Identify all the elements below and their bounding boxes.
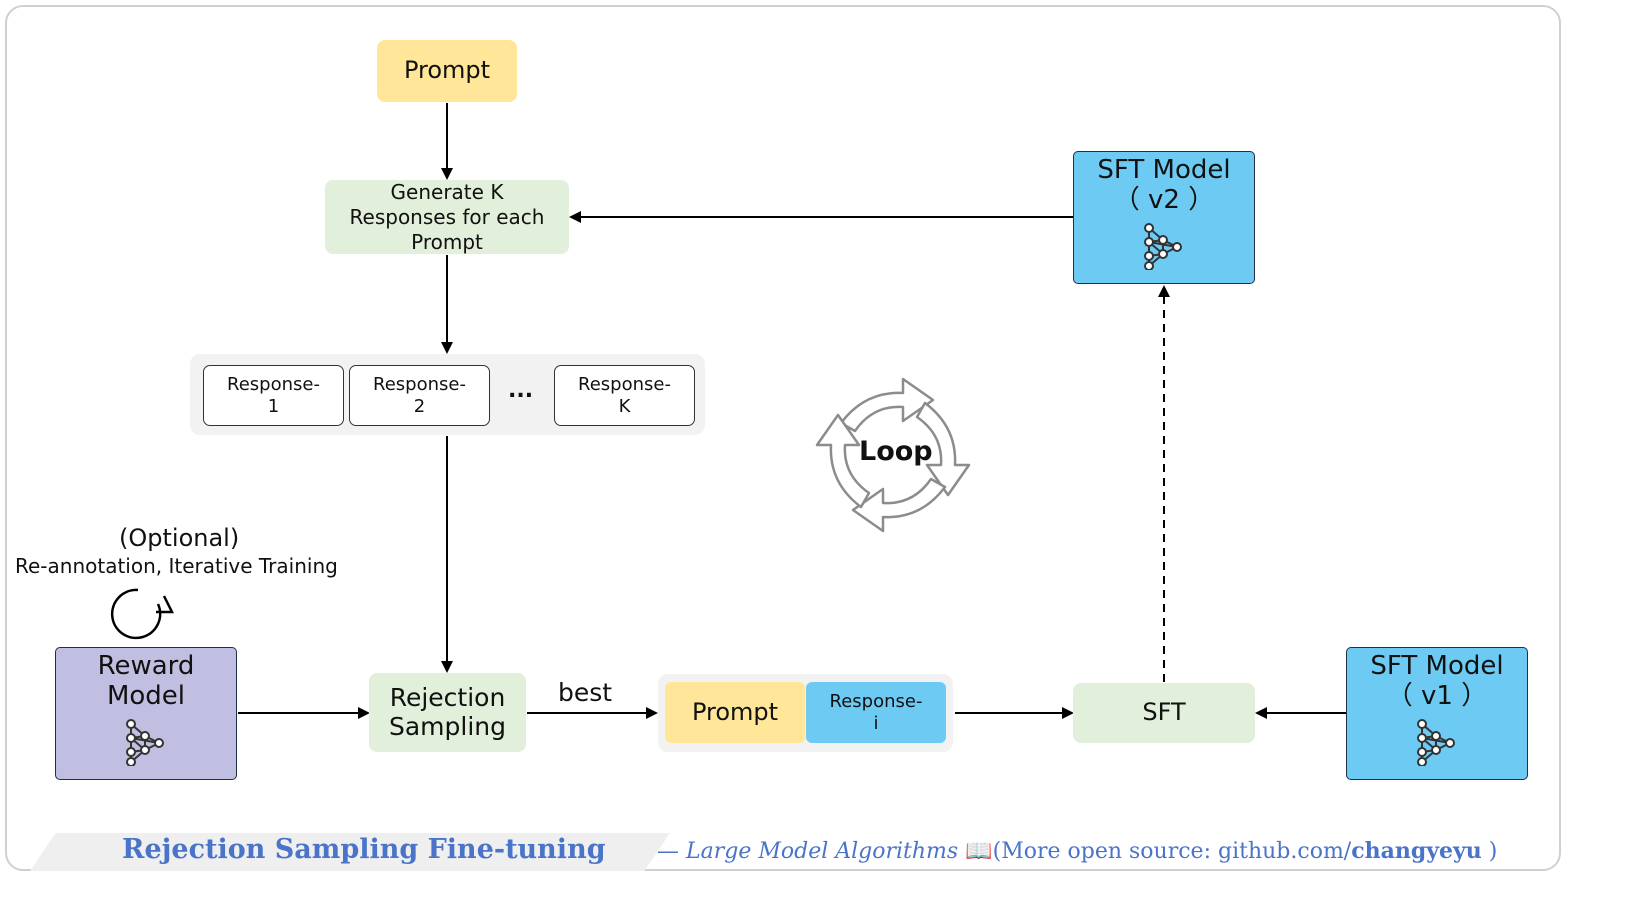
response-2-card: Response- 2: [349, 365, 490, 426]
generate-line-3: Prompt: [411, 229, 483, 254]
pair-response-node: Response- i: [806, 682, 946, 743]
sft-v1-version: （ v1 ）: [1386, 680, 1488, 711]
neural-network-icon: [1417, 718, 1455, 766]
reward-title-line-2: Model: [106, 680, 186, 711]
rejection-line-1: Rejection: [389, 682, 506, 712]
responses-ellipsis: ...: [508, 378, 534, 403]
neural-network-icon: [126, 718, 164, 766]
generate-line-1: Generate K: [390, 179, 504, 204]
pair-response-index: i: [873, 712, 879, 734]
sft-node: SFT: [1073, 683, 1255, 743]
footer-github-prefix[interactable]: github.com/: [1218, 839, 1352, 864]
footer-github-user[interactable]: changyeyu: [1351, 838, 1482, 864]
footer-attribution: — Large Model Algorithms 📖(More open sou…: [657, 838, 1497, 864]
pair-prompt-label: Prompt: [691, 697, 779, 726]
best-label: best: [558, 678, 613, 707]
rejection-sampling-node: Rejection Sampling: [369, 673, 526, 752]
diagram-frame: [5, 5, 1561, 871]
footer-close: ): [1481, 839, 1498, 864]
footer-source-name: Large Model Algorithms: [686, 839, 959, 864]
sft-v2-version: （ v2 ）: [1113, 184, 1215, 215]
refresh-icon: [110, 588, 175, 640]
pair-response-label: Response-: [829, 690, 923, 712]
sft-v1-title: SFT Model: [1370, 651, 1504, 681]
prompt-top-node: Prompt: [377, 40, 517, 102]
rejection-line-2: Sampling: [388, 711, 507, 741]
reannotation-label: Re-annotation, Iterative Training: [15, 554, 338, 578]
loop-label: Loop: [859, 436, 933, 467]
reward-title-line-1: Reward: [97, 651, 195, 681]
response-1-index: 1: [267, 395, 280, 417]
response-1-card: Response- 1: [203, 365, 344, 426]
response-k-label: Response-: [578, 373, 671, 395]
sft-v2-title: SFT Model: [1097, 155, 1231, 185]
neural-network-icon: [1144, 222, 1182, 270]
book-icon: 📖: [965, 839, 993, 864]
footer-title-band: [30, 833, 670, 871]
response-k-card: Response- K: [554, 365, 695, 426]
sft-label: SFT: [1142, 698, 1186, 727]
response-2-index: 2: [413, 395, 426, 417]
response-k-index: K: [618, 395, 631, 417]
loop-cycle-icon: [815, 377, 971, 533]
generate-responses-node: Generate K Responses for each Prompt: [325, 180, 569, 254]
optional-label: (Optional): [119, 524, 240, 552]
footer-open-source: (More open source:: [992, 839, 1218, 864]
sft-model-v2-node: SFT Model （ v2 ）: [1073, 151, 1255, 284]
pair-prompt-node: Prompt: [665, 682, 805, 743]
response-2-label: Response-: [373, 373, 466, 395]
footer-dash: —: [657, 839, 686, 864]
prompt-top-label: Prompt: [403, 56, 491, 85]
generate-line-2: Responses for each: [349, 204, 545, 229]
reward-model-node: Reward Model: [55, 647, 237, 780]
footer-title: Rejection Sampling Fine-tuning: [122, 834, 606, 865]
sft-model-v1-node: SFT Model （ v1 ）: [1346, 647, 1528, 780]
response-1-label: Response-: [227, 373, 320, 395]
